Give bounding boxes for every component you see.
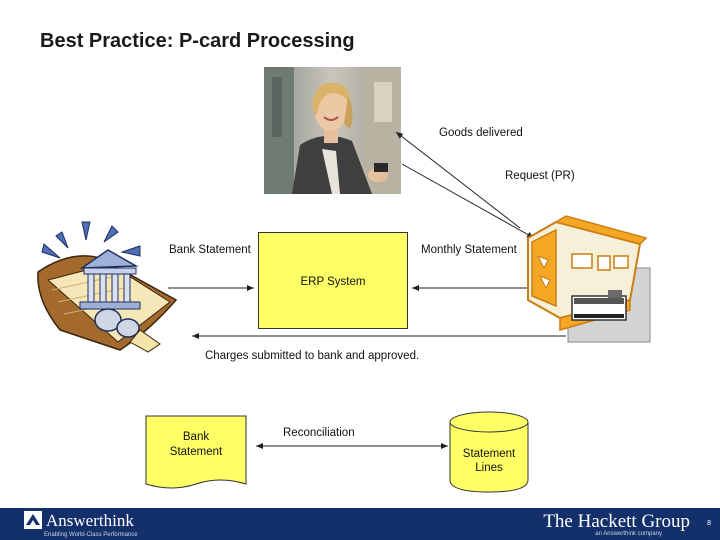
bank-statement-flow-label: Bank Statement [169, 244, 251, 256]
bank-statement-document [145, 415, 247, 489]
bank-statement-doc-line2: Statement [169, 446, 223, 458]
reconciliation-label: Reconciliation [283, 427, 355, 439]
slide-title: Best Practice: P-card Processing [40, 30, 355, 52]
request-pr-label: Request (PR) [505, 170, 575, 182]
erp-system-box: ERP System [258, 232, 408, 329]
answerthink-tagline: Enabling World-Class Performance [44, 532, 138, 538]
request-pr-arrow [401, 163, 535, 239]
answerthink-mark-icon [24, 511, 42, 529]
charges-submitted-label: Charges submitted to bank and approved. [205, 350, 420, 362]
erp-system-label: ERP System [300, 276, 366, 288]
page-number: 8 [707, 520, 711, 527]
footer-bar: Answerthink Enabling World-Class Perform… [0, 508, 720, 540]
hackett-tagline: an Answerthink company [595, 531, 662, 537]
goods-delivered-label: Goods delivered [439, 127, 523, 139]
goods-delivered-arrow [395, 131, 521, 229]
hackett-brand: The Hackett Group [543, 511, 690, 532]
statement-lines-line1: Statement [462, 448, 516, 460]
shopper-photo-art [264, 67, 401, 194]
store-clipart [527, 215, 651, 343]
shopper-photo [264, 67, 401, 194]
answerthink-logo: Answerthink Enabling World-Class Perform… [24, 510, 138, 538]
statement-lines-line2: Lines [475, 462, 503, 474]
bank-clipart [37, 221, 178, 353]
bank-statement-doc-line1: Bank [182, 431, 210, 443]
answerthink-brand: Answerthink [46, 510, 134, 530]
statement-lines-database [449, 411, 529, 493]
monthly-statement-label: Monthly Statement [421, 244, 517, 256]
